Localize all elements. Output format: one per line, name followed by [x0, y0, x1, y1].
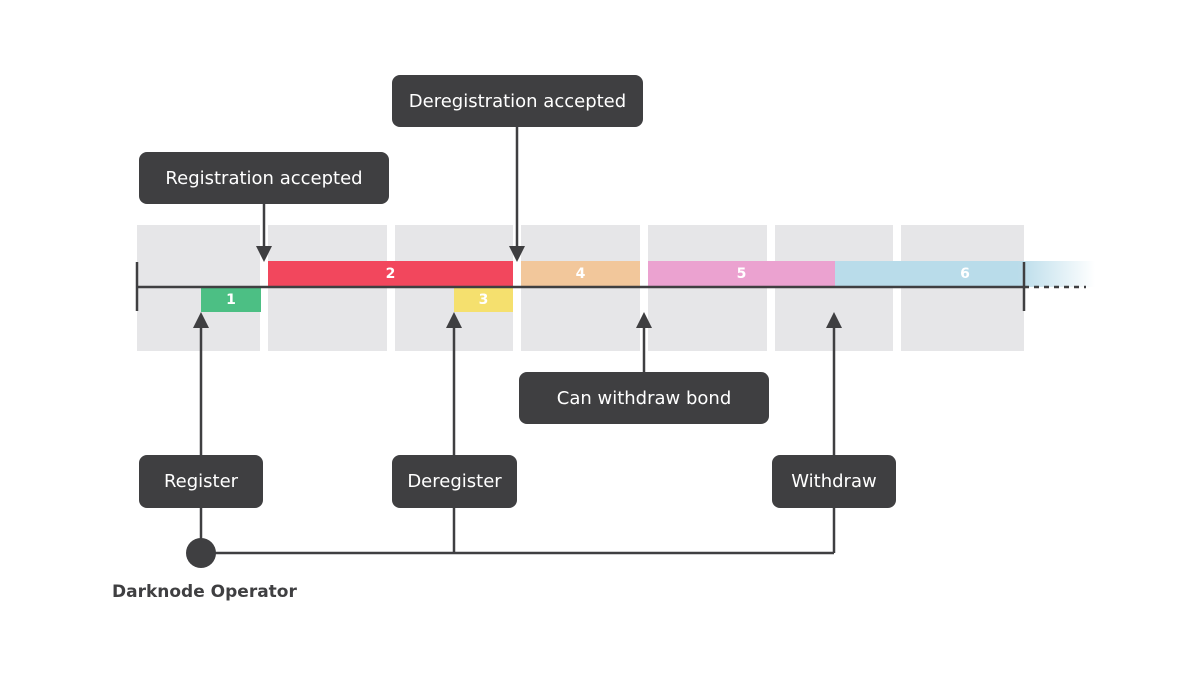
segment-withdrawable: 6: [835, 261, 1095, 287]
segment-cooldown: 5: [648, 261, 835, 287]
arrowhead-down: [509, 246, 525, 262]
arrowhead-up: [636, 312, 652, 328]
segment-registered: 2: [268, 261, 513, 287]
operator-label: Darknode Operator: [112, 582, 297, 602]
arrowhead-up: [193, 312, 209, 328]
segment-registration-pending: 1: [201, 288, 261, 312]
arrowhead-down: [256, 246, 272, 262]
arrowhead-up: [826, 312, 842, 328]
can-withdraw-bond-label: Can withdraw bond: [519, 372, 769, 424]
operator-node: [186, 538, 216, 568]
withdraw-action: Withdraw: [772, 455, 896, 508]
deregistration-accepted-label: Deregistration accepted: [392, 75, 643, 127]
segment-deregistered: 4: [521, 261, 640, 287]
register-action: Register: [139, 455, 263, 508]
registration-accepted-label: Registration accepted: [139, 152, 389, 204]
arrowhead-up: [446, 312, 462, 328]
segment-deregistration-pending: 3: [454, 288, 513, 312]
deregister-action: Deregister: [392, 455, 517, 508]
